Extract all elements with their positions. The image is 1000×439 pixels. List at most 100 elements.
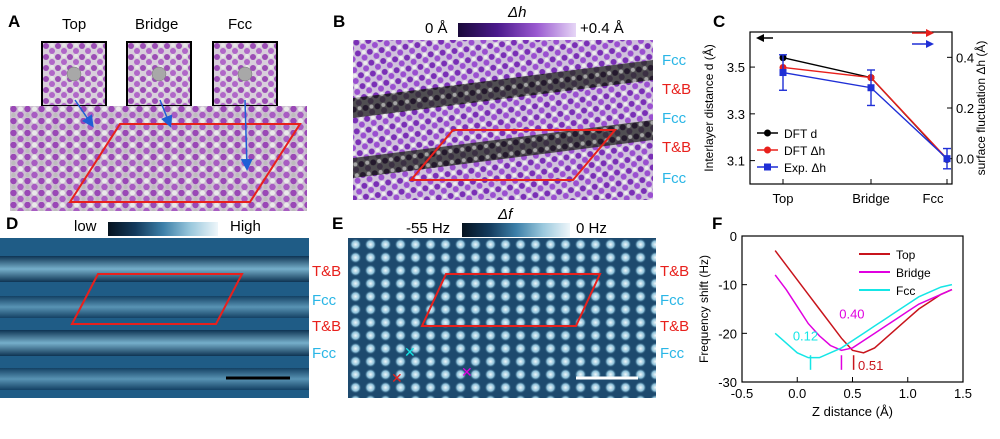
panel-d-row-label: Fcc [312, 345, 337, 362]
chart-c-legend-label: DFT Δh [784, 144, 825, 158]
chart-f-xtick-label: -0.5 [731, 386, 753, 401]
panel-e-row-label: Fcc [660, 345, 685, 362]
chart-f-ytick-label: -30 [718, 375, 737, 390]
chart-f-series-line [774, 274, 953, 352]
chart-c-legend-marker [764, 163, 771, 171]
panel-a-atoms [10, 106, 307, 211]
panel-d-colorbar-min: low [74, 218, 97, 235]
chart-c-ylabel: Interlayer distance d (Å) [701, 44, 716, 171]
inset-top-atoms [43, 43, 105, 105]
chart-c-point [779, 69, 787, 77]
panel-f-label: F [712, 214, 723, 233]
panel-e-afm-image: ✕ ✕ ✕ [348, 238, 656, 398]
inset-fcc-atoms [214, 43, 276, 105]
panel-b-row-label: T&B [662, 139, 692, 156]
chart-c-ytick-label: 3.3 [727, 107, 745, 122]
panel-d-label: D [6, 214, 19, 233]
unit-cell-outline [420, 273, 602, 327]
chart-f-ytick-label: -10 [718, 278, 737, 293]
chart-f-series-line [774, 250, 953, 354]
panel-c-label: C [713, 12, 726, 31]
chart-f-legend-label: Top [896, 248, 916, 262]
chart-c-series-line [782, 71, 948, 160]
chart-c-point [943, 155, 951, 163]
chart-f-xtick-label: 0.5 [843, 386, 861, 401]
chart-c-left-axis-arrowhead [756, 34, 764, 42]
chart-f-ytick-label: 0 [730, 229, 737, 244]
chart-c-xtick-label: Top [773, 191, 794, 206]
panel-a-label: A [8, 12, 21, 31]
chart-c-frame [749, 31, 953, 185]
chart-c-point [779, 54, 787, 62]
panel-b-colorbar-max: +0.4 Å [580, 20, 624, 37]
chart-c-right-axis-arrowhead [926, 29, 934, 37]
panel-d-row-label: T&B [312, 263, 342, 280]
panel-b-row-label: T&B [662, 81, 692, 98]
chart-c-right-axis-arrowhead [926, 40, 934, 48]
chart-c-ytick-label: 3.5 [727, 60, 745, 75]
panel-d-afm-image [0, 238, 309, 398]
chart-f-series-line [774, 283, 953, 359]
chart-c-point [867, 74, 875, 82]
panel-e-label: E [332, 214, 344, 233]
chart-c-legend-marker [764, 129, 771, 137]
inset-label-bridge: Bridge [135, 16, 179, 33]
chart-c-point [943, 155, 951, 163]
panel-b-colorbar [458, 23, 576, 37]
chart-c-y2label: surface fluctuation Δh (Å) [973, 41, 988, 176]
inset-bridge-image [126, 41, 192, 107]
panel-b-atoms [353, 40, 653, 200]
panel-d-row-label: T&B [312, 318, 342, 335]
panel-d-row-label: Fcc [312, 292, 337, 309]
unit-cell-outline [408, 129, 618, 181]
unit-cell-outline [70, 273, 244, 325]
chart-c-legend-label: DFT d [784, 127, 817, 141]
inset-label-top: Top [62, 16, 87, 33]
chart-f-ylabel: Frequency shift (Hz) [697, 255, 711, 363]
chart-f-annotation: 0.40 [839, 307, 864, 322]
chart-c-y2tick-label: 0.0 [956, 152, 974, 167]
unit-cell-outline [68, 123, 302, 203]
panel-e-colorbar-symbol: Δf [498, 206, 513, 223]
chart-c-xtick-label: Bridge [852, 191, 890, 206]
panel-a-structure-image [10, 106, 307, 211]
chart-f-annotation: 0.51 [858, 358, 883, 373]
panel-e-row-label: Fcc [660, 292, 685, 309]
chart-c-series-line [782, 57, 948, 160]
chart-c-point [943, 155, 951, 163]
chart-f-frame [741, 235, 964, 383]
panel-b-colorbar-symbol: Δh [508, 4, 527, 21]
chart-f-legend-label: Fcc [896, 284, 915, 298]
inset-fcc-image [212, 41, 278, 107]
panel-e-colorbar-min: -55 Hz [406, 220, 451, 237]
panel-b-row-label: Fcc [662, 52, 687, 69]
chart-f-annotation: 0.12 [793, 329, 818, 344]
chart-f-legend-label: Bridge [896, 266, 931, 280]
chart-f-xlabel: Z distance (Å) [812, 404, 893, 419]
panel-b-row-label: Fcc [662, 170, 687, 187]
chart-c-y2tick-label: 0.4 [956, 50, 974, 65]
panel-e-colorbar [462, 223, 570, 237]
chart-c-point [779, 63, 787, 71]
chart-f-xtick-label: 1.0 [899, 386, 917, 401]
panel-b-row-label: Fcc [662, 110, 687, 127]
panel-e-image-texture: ✕ ✕ ✕ [348, 238, 656, 398]
marker-magenta: ✕ [461, 365, 473, 381]
chart-f-ytick-label: -20 [718, 326, 737, 341]
inset-label-fcc: Fcc [228, 16, 253, 33]
chart-c-legend-label: Exp. Δh [784, 161, 826, 175]
marker-cyan: ✕ [404, 345, 416, 361]
panel-d-colorbar-max: High [230, 218, 261, 235]
panel-b-structure-image [353, 40, 653, 200]
panel-e-row-label: T&B [660, 263, 690, 280]
chart-f-xtick-label: 0.0 [788, 386, 806, 401]
chart-c-point [867, 84, 875, 92]
chart-f-xtick-label: 1.5 [954, 386, 972, 401]
panel-e-row-label: T&B [660, 318, 690, 335]
panel-d-image-texture [0, 256, 309, 390]
panel-e-colorbar-max: 0 Hz [576, 220, 607, 237]
inset-top-image [41, 41, 107, 107]
panel-d-colorbar [108, 222, 218, 236]
chart-c-ytick-label: 3.1 [727, 154, 745, 169]
chart-c-series-line [782, 66, 948, 160]
